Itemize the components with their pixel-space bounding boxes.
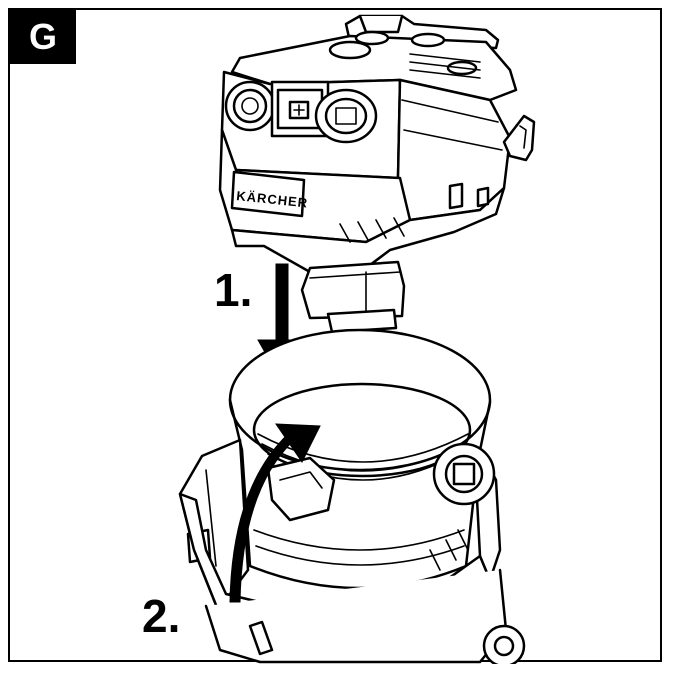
figure-frame: G (8, 8, 662, 664)
step-1-label: 1. (214, 264, 252, 316)
figure-badge: G (10, 10, 76, 64)
trolley-frame (178, 438, 526, 664)
vacuum-assembly-illustration: KÄRCHER 1. (142, 14, 536, 664)
motor-head (218, 14, 536, 334)
step-2-label: 2. (142, 590, 180, 642)
arrow-step-2 (229, 423, 321, 603)
figure-letter: G (28, 16, 57, 57)
brand-logo-text: KÄRCHER (236, 188, 309, 210)
brand-logo: KÄRCHER (236, 188, 309, 210)
